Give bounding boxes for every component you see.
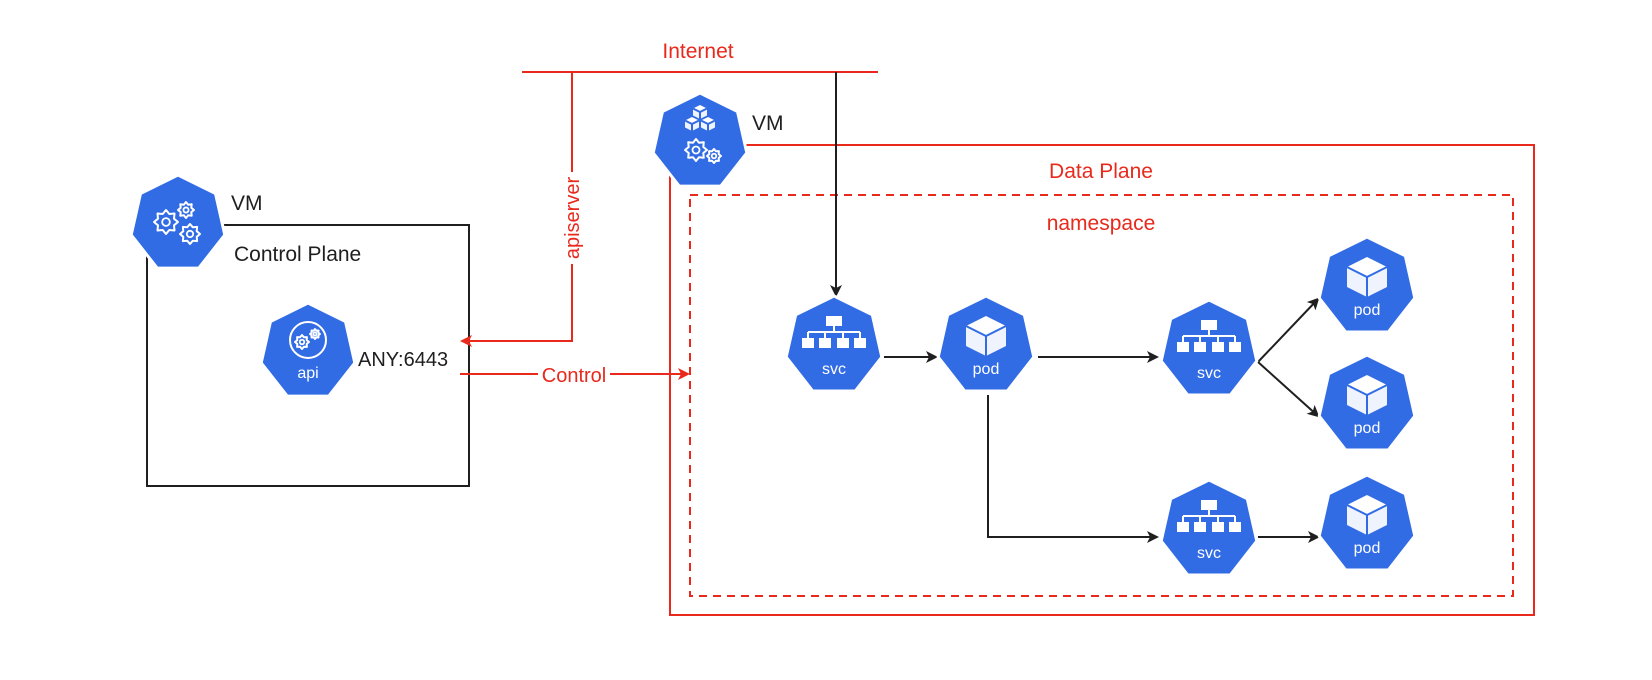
data-vm-label: VM <box>752 112 784 135</box>
worker-node-icon <box>651 91 749 188</box>
svc2-to-pod2-arrow <box>1257 297 1320 363</box>
service-icon: svc <box>784 294 884 393</box>
icon-caption: pod <box>973 361 1000 378</box>
icon-caption: pod <box>1354 540 1381 557</box>
pod-icon: pod <box>936 294 1036 393</box>
service-icon: svc <box>1159 298 1259 397</box>
control-plane-box <box>146 224 470 487</box>
control-plane-label: Control Plane <box>234 243 361 266</box>
service-icon: svc <box>1159 478 1259 577</box>
control-label-bg <box>538 362 610 386</box>
apiserver-label: apiserver <box>562 177 584 260</box>
namespace-label: namespace <box>1047 212 1156 235</box>
namespace-box <box>689 194 1514 597</box>
pod-icon: pod <box>1317 473 1417 572</box>
icon-caption: svc <box>1197 365 1221 382</box>
pod1-to-svc3-arrow <box>987 395 1159 543</box>
icon-caption: pod <box>1354 420 1381 437</box>
svc2-to-pod3-arrow <box>1257 361 1320 418</box>
data-plane-box <box>669 144 1535 616</box>
control-plane-icon <box>129 173 227 270</box>
control-vm-label: VM <box>231 192 263 215</box>
apiserver-connection <box>460 72 573 347</box>
icon-caption: pod <box>1354 302 1381 319</box>
api-server-icon: api <box>259 301 357 398</box>
pod-icon: pod <box>1317 235 1417 334</box>
icon-caption: svc <box>1197 545 1221 562</box>
icon-layer: api svc pod svc pod pod svc pod <box>129 91 1417 577</box>
any-port-label: ANY:6443 <box>358 349 448 371</box>
internet-label: Internet <box>662 40 733 63</box>
icon-caption: svc <box>822 361 846 378</box>
icon-caption: api <box>297 365 318 382</box>
data-plane-label: Data Plane <box>1049 160 1153 183</box>
control-label: Control <box>542 365 606 387</box>
pod-icon: pod <box>1317 353 1417 452</box>
apiserver-label-bg <box>562 172 582 264</box>
